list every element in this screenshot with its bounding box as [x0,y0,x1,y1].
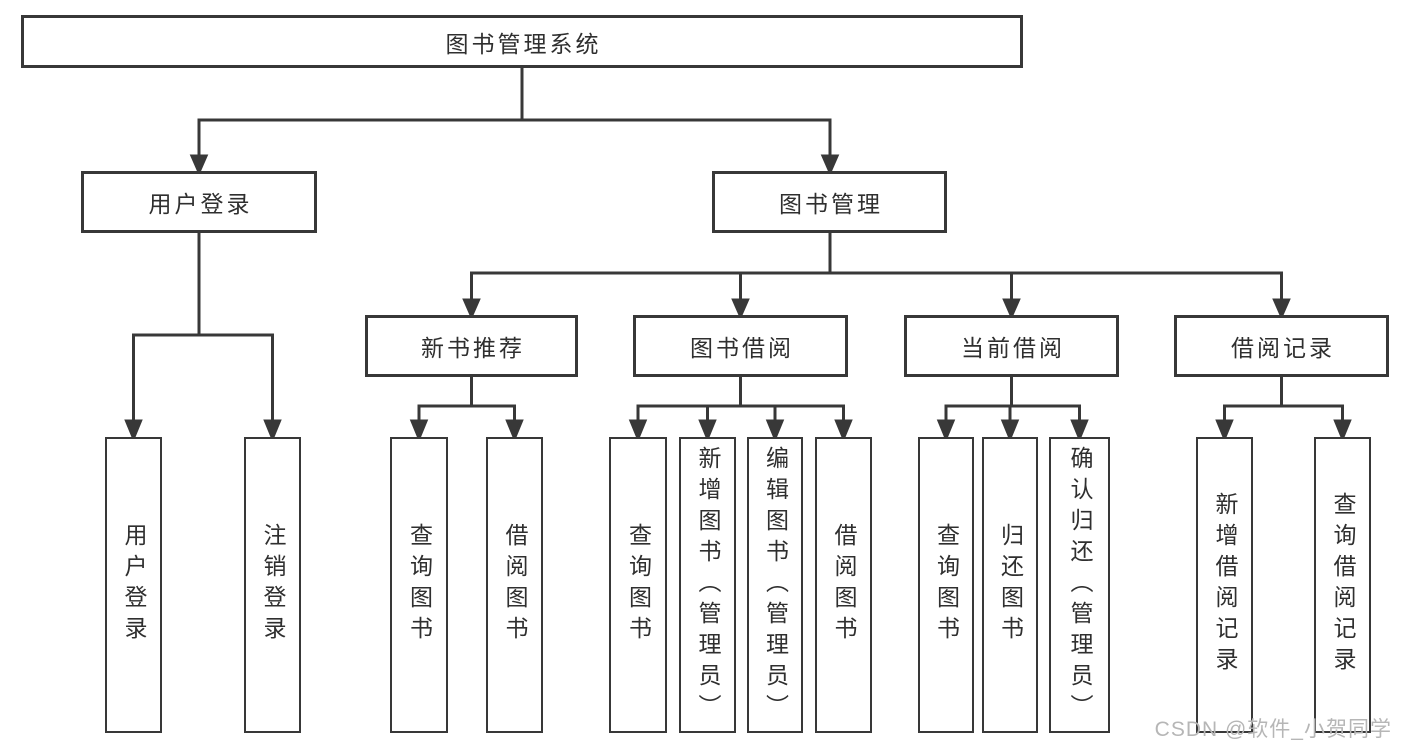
leaf-label: 查询图书 [625,523,652,647]
leaf-label: 新增借阅记录 [1212,492,1238,678]
node-book-management: 图书管理 [712,171,947,233]
leaf-user-login: 用户登录 [105,437,162,733]
node-label: 用户登录 [148,191,253,217]
leaf-confirm-return-admin: 确认归还（管理员） [1049,437,1110,733]
node-current-borrowing: 当前借阅 [904,315,1119,377]
leaf-query-books-borrowing: 查询图书 [609,437,667,733]
csdn-watermark: CSDN @软件_小贺同学 [1154,718,1392,741]
leaf-label: 归还图书 [997,523,1024,647]
leaf-label: 查询借阅记录 [1330,492,1356,678]
node-label: 新书推荐 [421,335,525,361]
leaf-label: 用户登录 [121,523,147,647]
leaf-add-books-admin: 新增图书（管理员） [679,437,736,733]
leaf-borrow-books-recommend: 借阅图书 [486,437,543,733]
leaf-query-books-current: 查询图书 [918,437,974,733]
leaf-label: 借阅图书 [502,523,528,647]
leaf-borrow-books: 借阅图书 [815,437,872,733]
leaf-edit-books-admin: 编辑图书（管理员） [747,437,803,733]
leaf-add-borrow-record: 新增借阅记录 [1196,437,1253,733]
node-root-system: 图书管理系统 [21,15,1023,68]
node-label: 图书管理 [779,191,883,217]
leaf-label: 注销登录 [260,523,286,647]
leaf-label: 查询图书 [933,523,960,647]
leaf-logout: 注销登录 [244,437,301,733]
leaf-query-books-recommend: 查询图书 [390,437,448,733]
node-label: 借阅记录 [1231,335,1335,361]
leaf-label: 新增图书（管理员） [695,445,721,725]
leaf-return-books: 归还图书 [982,437,1038,733]
node-new-book-recommend: 新书推荐 [365,315,578,377]
leaf-query-borrow-record: 查询借阅记录 [1314,437,1371,733]
node-label: 图书管理系统 [445,30,602,57]
leaf-label: 查询图书 [406,523,433,647]
leaf-label: 确认归还（管理员） [1067,445,1093,725]
node-label: 图书借阅 [690,335,794,361]
leaf-label: 借阅图书 [831,523,857,647]
node-user-login: 用户登录 [81,171,317,233]
leaf-label: 编辑图书（管理员） [762,445,789,725]
node-book-borrowing: 图书借阅 [633,315,848,377]
node-label: 当前借阅 [961,335,1065,361]
node-borrowing-records: 借阅记录 [1174,315,1389,377]
